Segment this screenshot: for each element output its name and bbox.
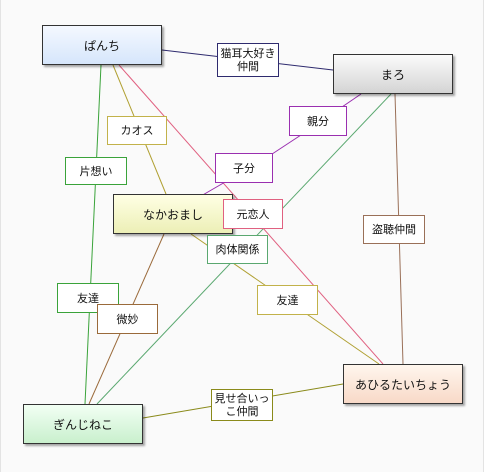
edge-label-nekomimi[interactable]: 猫耳大好き 仲間 [217,43,279,77]
node-ahirutaichou[interactable]: あひるたいちょう [343,364,463,404]
edge-label-oyabun[interactable]: 親分 [289,106,347,136]
node-ginjineko[interactable]: ぎんじねこ [23,404,143,444]
node-panchi[interactable]: ぱんち [42,25,162,65]
edge-label-miseai-line2: こ仲間 [225,405,259,418]
edge-label-nekomimi-line2: 仲間 [237,60,259,73]
node-nakaomashi[interactable]: なかおまし [113,194,233,234]
edge-label-miseai[interactable]: 見せ合いっ こ仲間 [211,389,273,421]
edge-label-kaosu[interactable]: カオス [107,116,167,145]
edge-kataomoi [84,64,102,405]
node-maro[interactable]: まろ [333,54,453,94]
edge-label-nekomimi-line1: 猫耳大好き [220,47,276,60]
edge-label-motokoibito[interactable]: 元恋人 [223,199,283,229]
edge-label-nikutai[interactable]: 肉体関係 [207,235,268,264]
edge-label-bimyou[interactable]: 微妙 [97,304,158,334]
edge-label-toukyou[interactable]: 盗聴仲間 [363,215,425,244]
edge-label-tomodachi2[interactable]: 友達 [257,285,318,315]
edge-label-kobun[interactable]: 子分 [215,153,273,183]
edge-label-kataomoi[interactable]: 片想い [65,157,127,185]
edge-label-miseai-line1: 見せ合いっ [214,392,270,405]
